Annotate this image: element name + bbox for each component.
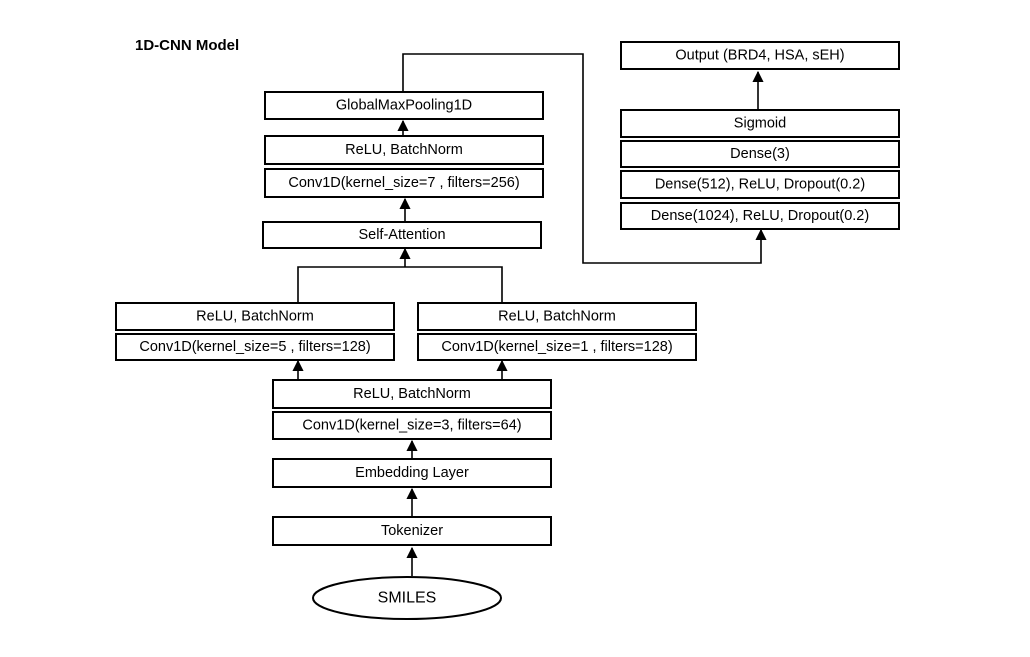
- connector-branches-merge: [297, 266, 503, 302]
- node-global-max-pooling-label: GlobalMaxPooling1D: [336, 98, 472, 114]
- node-dense-512-label: Dense(512), ReLU, Dropout(0.2): [655, 177, 865, 193]
- node-self-attention-label: Self-Attention: [358, 227, 445, 243]
- node-dense-3-label: Dense(3): [730, 146, 790, 162]
- node-dense-1024: Dense(1024), ReLU, Dropout(0.2): [620, 202, 900, 230]
- node-conv1d-k5-label: Conv1D(kernel_size=5 , filters=128): [139, 339, 370, 355]
- node-tokenizer: Tokenizer: [272, 516, 552, 546]
- node-relu-batchnorm-left: ReLU, BatchNorm: [115, 302, 395, 331]
- node-dense-512: Dense(512), ReLU, Dropout(0.2): [620, 170, 900, 199]
- node-dense-1024-label: Dense(1024), ReLU, Dropout(0.2): [651, 208, 869, 224]
- node-conv1d-k1: Conv1D(kernel_size=1 , filters=128): [417, 333, 697, 361]
- node-relu-batchnorm-right: ReLU, BatchNorm: [417, 302, 697, 331]
- node-conv1d-k3: Conv1D(kernel_size=3, filters=64): [272, 411, 552, 440]
- node-sigmoid-label: Sigmoid: [734, 116, 786, 132]
- node-embedding-label: Embedding Layer: [355, 465, 469, 481]
- node-smiles: SMILES: [312, 576, 502, 620]
- node-dense-3: Dense(3): [620, 140, 900, 168]
- node-global-max-pooling: GlobalMaxPooling1D: [264, 91, 544, 120]
- node-self-attention: Self-Attention: [262, 221, 542, 249]
- node-conv1d-k7-label: Conv1D(kernel_size=7 , filters=256): [288, 175, 519, 191]
- connectors: [292, 53, 767, 576]
- node-conv1d-k5: Conv1D(kernel_size=5 , filters=128): [115, 333, 395, 361]
- node-output-label: Output (BRD4, HSA, sEH): [675, 48, 844, 64]
- node-tokenizer-label: Tokenizer: [381, 523, 443, 539]
- node-conv1d-k1-label: Conv1D(kernel_size=1 , filters=128): [441, 339, 672, 355]
- node-conv1d-k3-label: Conv1D(kernel_size=3, filters=64): [302, 418, 521, 434]
- node-smiles-label: SMILES: [378, 590, 437, 607]
- node-relu-batchnorm-1: ReLU, BatchNorm: [272, 379, 552, 409]
- node-sigmoid: Sigmoid: [620, 109, 900, 138]
- node-relu-batchnorm-top: ReLU, BatchNorm: [264, 135, 544, 165]
- connector-pooling-to-dense1024: [402, 53, 767, 264]
- node-relu-batchnorm-right-label: ReLU, BatchNorm: [498, 309, 616, 325]
- node-embedding-layer: Embedding Layer: [272, 458, 552, 488]
- diagram-title: 1D-CNN Model: [135, 37, 239, 54]
- node-output: Output (BRD4, HSA, sEH): [620, 41, 900, 70]
- node-relu-batchnorm-left-label: ReLU, BatchNorm: [196, 309, 314, 325]
- node-relu-batchnorm-top-label: ReLU, BatchNorm: [345, 142, 463, 158]
- node-conv1d-k7: Conv1D(kernel_size=7 , filters=256): [264, 168, 544, 198]
- node-relu-batchnorm-1-label: ReLU, BatchNorm: [353, 386, 471, 402]
